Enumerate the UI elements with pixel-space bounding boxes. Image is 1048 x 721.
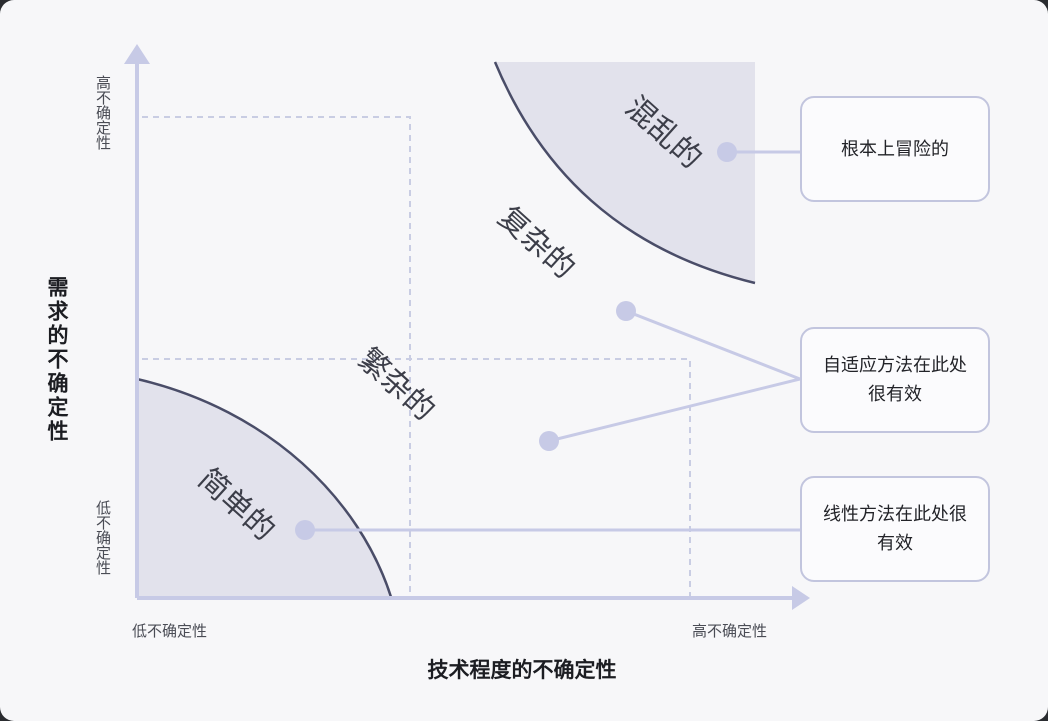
chaotic-boundary-curve — [493, 61, 756, 285]
callout-adaptive-effective: 自适应方法在此处很有效 — [800, 327, 990, 433]
complicated-boundary-dashed — [142, 358, 691, 597]
complex-boundary-dashed — [142, 116, 411, 597]
simple-region — [137, 379, 391, 597]
x-axis-high-label: 高不确定性 — [692, 622, 767, 640]
x-axis-low-label: 低不确定性 — [132, 622, 207, 640]
y-axis-arrow — [124, 44, 150, 64]
connector-complex — [625, 309, 801, 381]
callout-fundamentally-risky: 根本上冒险的 — [800, 96, 990, 202]
dot-simple — [295, 520, 315, 540]
x-axis-arrow — [792, 586, 810, 610]
connector-complicated — [548, 377, 801, 443]
dot-complicated — [539, 431, 559, 451]
region-label-complex: 复杂的 — [491, 200, 581, 286]
y-axis-title: 需求的不确定性 — [45, 276, 69, 444]
dot-chaotic — [717, 142, 737, 162]
dot-complex — [616, 301, 636, 321]
simple-boundary-curve — [136, 377, 393, 598]
y-axis-high-label: 高不确定性 — [94, 75, 112, 150]
region-label-complicated: 繁杂的 — [351, 342, 441, 428]
x-axis-title: 技术程度的不确定性 — [428, 658, 617, 682]
chaotic-region — [495, 62, 755, 283]
y-axis-low-label: 低不确定性 — [94, 500, 112, 575]
callout-linear-effective: 线性方法在此处很有效 — [800, 476, 990, 582]
